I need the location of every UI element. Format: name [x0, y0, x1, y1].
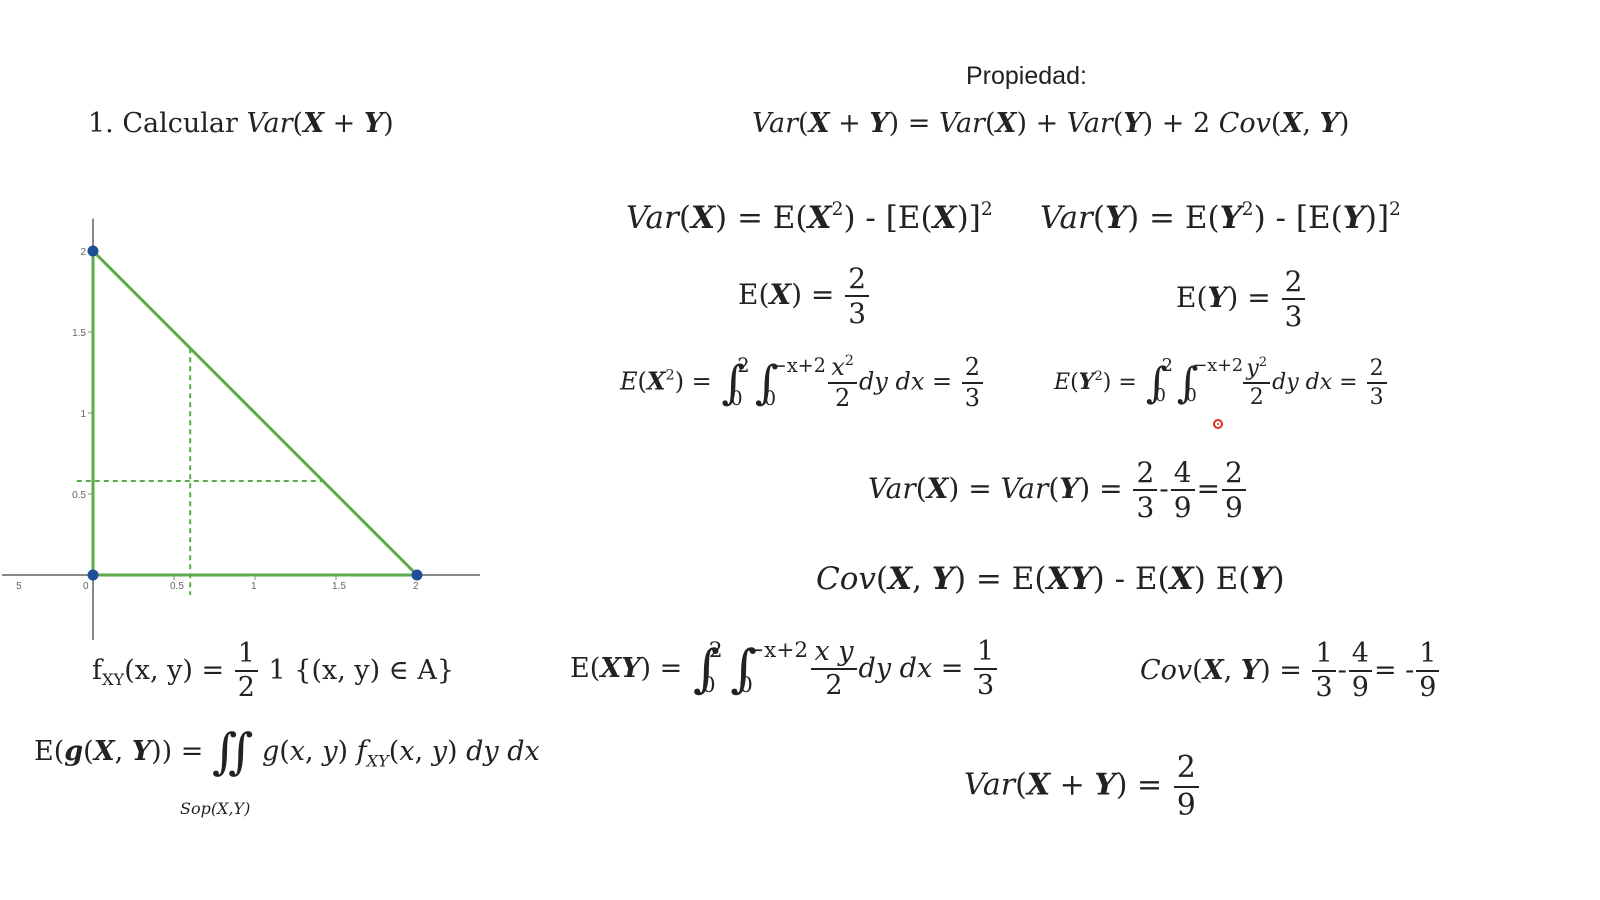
problem-statement: 1. Calcular Var(X + Y)	[88, 108, 394, 139]
support-triangle	[91, 247, 421, 577]
var-x-formula: Var(X) = E(X2) - [E(X)]2	[626, 198, 993, 236]
x-tick-label: 0	[83, 581, 89, 592]
y-tick-label: 1	[80, 409, 86, 420]
expected-g-formula: E(g(X, Y)) = ∬ g(x, y) fXY(x, y) dy dx	[34, 724, 540, 780]
y-tick-label: 0.5	[72, 490, 86, 501]
problem-number: 1.	[88, 108, 114, 139]
y-tick-label: 1.5	[72, 328, 86, 339]
support-label: Sop(X,Y)	[180, 799, 251, 818]
double-integral-sign: ∬	[211, 724, 254, 780]
property-title: Propiedad:	[966, 62, 1087, 90]
x-tick-label: 2	[413, 581, 419, 592]
vertex-point	[87, 569, 99, 581]
support-graph: 5 0 0.5 1 1.5 2 2 1.5 1 0.5	[2, 218, 480, 640]
property-formula: Var(X + Y) = Var(X) + Var(Y) + 2 Cov(X, …	[752, 108, 1350, 139]
y-tick-label: 2	[80, 247, 86, 258]
density-indicator: 1 {(x, y) ∈ A}	[268, 654, 454, 686]
x-tick-label: 1.5	[332, 581, 346, 592]
var-y-formula: Var(Y) = E(Y2) - [E(Y)]2	[1040, 198, 1401, 236]
x-tick-label: 0.5	[170, 581, 184, 592]
x-tick-label: 1	[251, 581, 257, 592]
cursor-indicator	[1213, 419, 1223, 429]
covariance-formula: Cov(X, Y) = E(XY) - E(X) E(Y)	[816, 561, 1285, 597]
x-tick-label: 5	[16, 581, 22, 592]
vertex-point	[87, 245, 99, 257]
vertex-point	[411, 569, 423, 581]
problem-text: Calcular	[122, 108, 238, 139]
